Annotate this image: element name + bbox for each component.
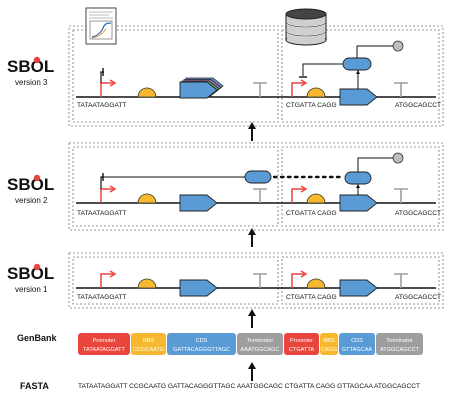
svg-text:SBOL: SBOL [7,264,54,283]
cds-stack-glyph [179,77,224,99]
svg-text:ATGGCAGCCT: ATGGCAGCCT [395,210,441,217]
genbank-feature-type: CDS [351,338,363,344]
genbank-feature-cds: CDS GATTACAGGGTTAGC [167,333,236,355]
genbank-feature-seq: GTTAGCAA [342,347,373,353]
svg-text:version 3: version 3 [15,78,48,87]
genbank-feature-box [339,333,375,355]
genbank-feature-seq: CCGCAATG [133,347,164,353]
genbank-feature-cds: CDS GTTAGCAA [339,333,375,355]
svg-text:ATGGCAGCCT: ATGGCAGCCT [395,102,441,109]
arrow-up-icon [247,227,257,248]
sbol-logo-v3: SBOL version 3 [7,56,54,87]
genbank-feature-type: Terminator [386,338,413,344]
genbank-feature-type: RBS [323,338,335,344]
genbank-feature-box [167,333,236,355]
genbank-feature-type: Terminator [247,338,274,344]
svg-text:SBOL: SBOL [7,175,54,194]
genbank-feature-seq: TATAATAGGATT [83,347,126,353]
sbol-logo-v2: SBOL version 2 [7,174,54,205]
genbank-feature-rbs: RBS CCGCAATG [131,333,166,355]
svg-text:SBOL: SBOL [7,57,54,76]
genbank-feature-box [284,333,319,355]
svg-text:TATAATAGGATT: TATAATAGGATT [77,210,126,217]
svg-text:CTGATTA CAGG: CTGATTA CAGG [286,294,337,301]
svg-text:FASTA: FASTA [20,381,49,391]
genbank-feature-seq: AAATGGCAGC [240,347,279,353]
genbank-feature-box [320,333,338,355]
genbank-feature-seq: ATGGCAGCCT [380,347,420,353]
arrow-up-icon [247,361,257,382]
genbank-feature-seq: CAGG [321,347,337,353]
svg-text:version 1: version 1 [15,285,48,294]
document-plot-icon [85,7,117,45]
genbank-feature-box [78,333,130,355]
genbank-feature-box [376,333,423,355]
svg-text:ATGGCAGCCT: ATGGCAGCCT [395,294,441,301]
genbank-row: GenBank PromoterTATAATAGGATTRBSCCGCAATGC… [17,333,423,355]
database-icon [285,8,327,46]
genbank-feature-seq: GATTACAGGGTTAGC [173,347,230,353]
genbank-feature-type: Promoter [290,338,313,344]
svg-text:GenBank: GenBank [17,333,58,343]
svg-text:version 2: version 2 [15,196,48,205]
genbank-feature-type: Promoter [92,338,115,344]
svg-text:CTGATTA CAGG: CTGATTA CAGG [286,102,337,109]
genbank-feature-box [131,333,166,355]
arrow-up-icon [247,121,257,142]
genbank-feature-type: RBS [143,338,155,344]
sbol-logo-v1: SBOL version 1 [7,263,54,294]
svg-text:TATAATAGGATT: TATAATAGGATT [77,294,126,301]
sbol-v1-panel: SBOL version 1 TATAATAGGATT CTGATTA CAGG… [7,252,444,309]
fasta-row: FASTA TATAATAGGATT CCGCAATG GATTACAGGGTT… [20,381,420,391]
genbank-feature-box [237,333,283,355]
genbank-feature-type: CDS [196,338,208,344]
sbol-v2-panel: SBOL version 2 TATAATAGGATT CTGATTA CAGG… [7,142,444,231]
genbank-feature-seq: CTGATTA [289,347,315,353]
sbol-v3-panel: SBOL version 3 TATAATAGGATT CTGATTA [7,25,444,127]
fasta-sequence: TATAATAGGATT CCGCAATG GATTACAGGGTTAGC AA… [78,383,420,390]
arrow-up-icon [247,308,257,329]
svg-text:CTGATTA CAGG: CTGATTA CAGG [286,210,337,217]
genbank-feature-rbs: RBS CAGG [320,333,338,355]
svg-text:TATAATAGGATT: TATAATAGGATT [77,102,126,109]
